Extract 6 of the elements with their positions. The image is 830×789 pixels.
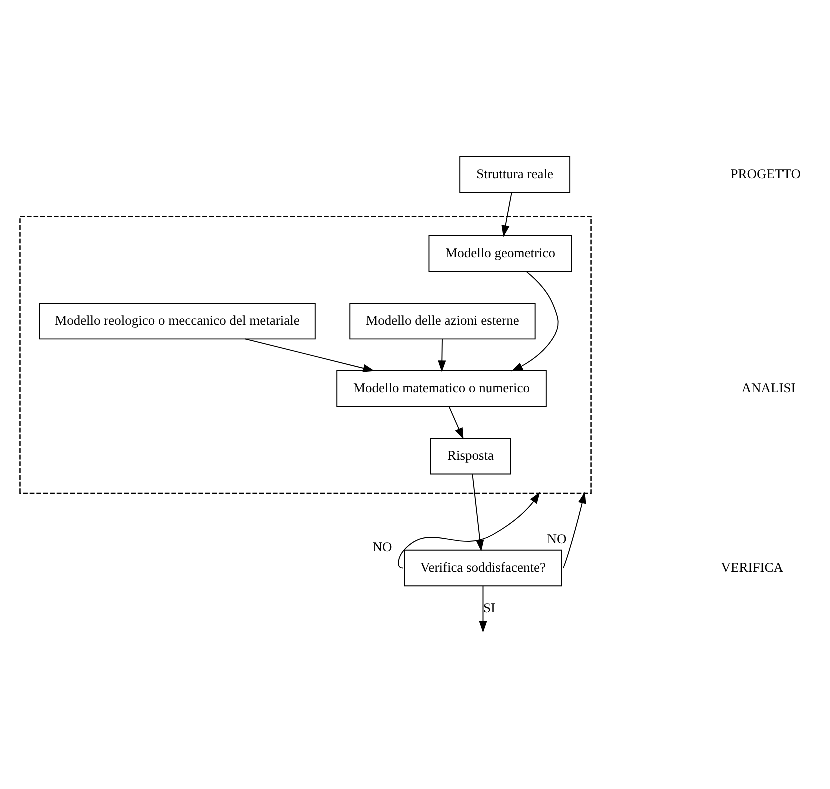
edge-label: NO (547, 532, 567, 547)
label: PROGETTO (730, 166, 802, 182)
label: VERIFICA (721, 560, 784, 575)
edge-label: NO (372, 540, 392, 555)
edge-label: SI (484, 600, 496, 616)
label: ANALISI (742, 380, 796, 396)
